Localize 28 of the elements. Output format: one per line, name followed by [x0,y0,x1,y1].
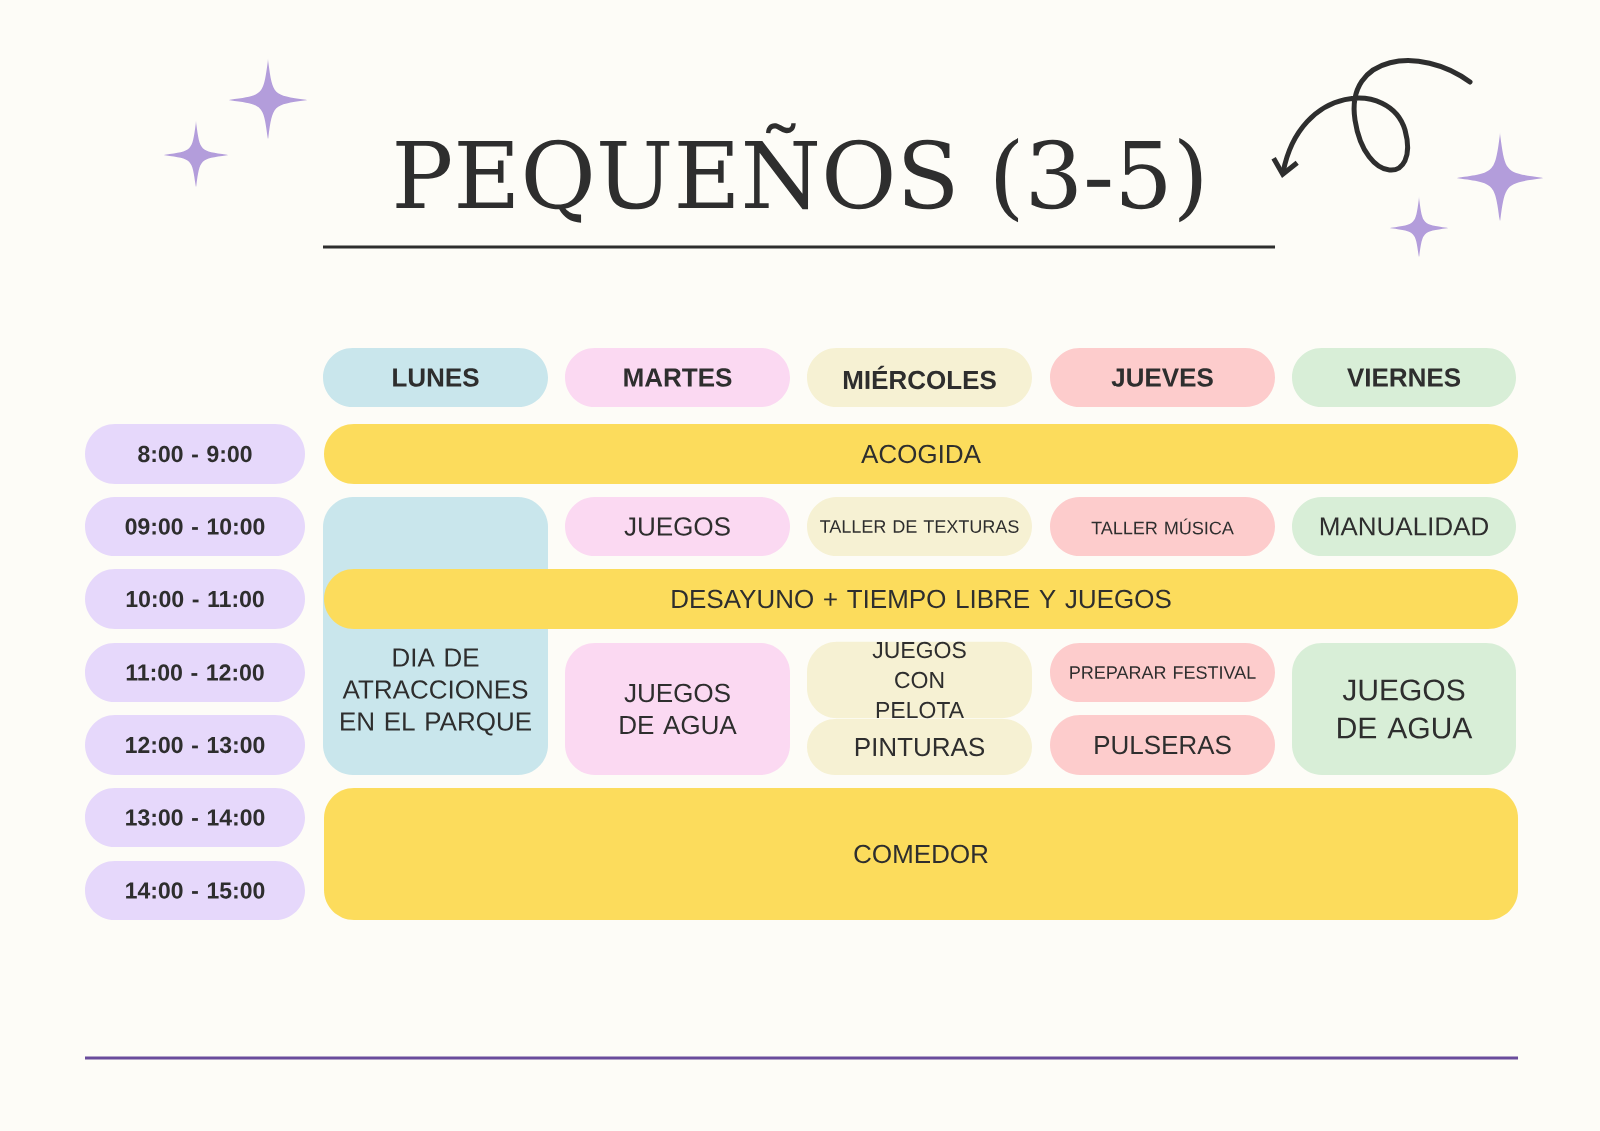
title: PEQUEÑOS (3-5) [396,123,1202,223]
activity-box: JUEGOS [565,497,790,556]
activity-box: JUEGOS DE AGUA [565,643,790,775]
day-header: MARTES [565,348,790,407]
activity-box: JUEGOS CON PELOTA [807,641,1032,719]
time-slot: 12:00 - 13:00 [85,715,305,775]
activity-box: TALLER MÚSICA [1050,497,1275,556]
activity-box: MANUALIDAD [1292,497,1516,556]
day-header: JUEVES [1050,348,1275,407]
node-label: JUEGOS CON PELOTA [872,641,966,719]
time-slot: 11:00 - 12:00 [85,643,305,702]
activity-box: PINTURAS [807,719,1032,775]
activity-band: COMEDOR [324,788,1518,920]
time-slot: 14:00 - 15:00 [85,861,305,920]
day-header: LUNES [323,348,548,407]
activity-band: DESAYUNO + TIEMPO LIBRE Y JUEGOS [324,569,1518,629]
time-slot: 8:00 - 9:00 [85,424,305,484]
day-header: VIERNES [1292,348,1516,407]
activity-band: ACOGIDA [324,424,1518,484]
activity-box: JUEGOS DE AGUA [1292,643,1516,775]
activity-box: TALLER DE TEXTURAS [807,497,1032,556]
time-slot: 09:00 - 10:00 [85,497,305,556]
activity-box: PULSERAS [1050,715,1275,775]
node-label: PINTURAS [855,737,985,757]
activity-box: PREPARAR FESTIVAL [1050,643,1275,702]
time-slot: 13:00 - 14:00 [85,788,305,847]
day-header: MIÉRCOLES [807,348,1032,407]
time-slot: 10:00 - 11:00 [85,569,305,629]
